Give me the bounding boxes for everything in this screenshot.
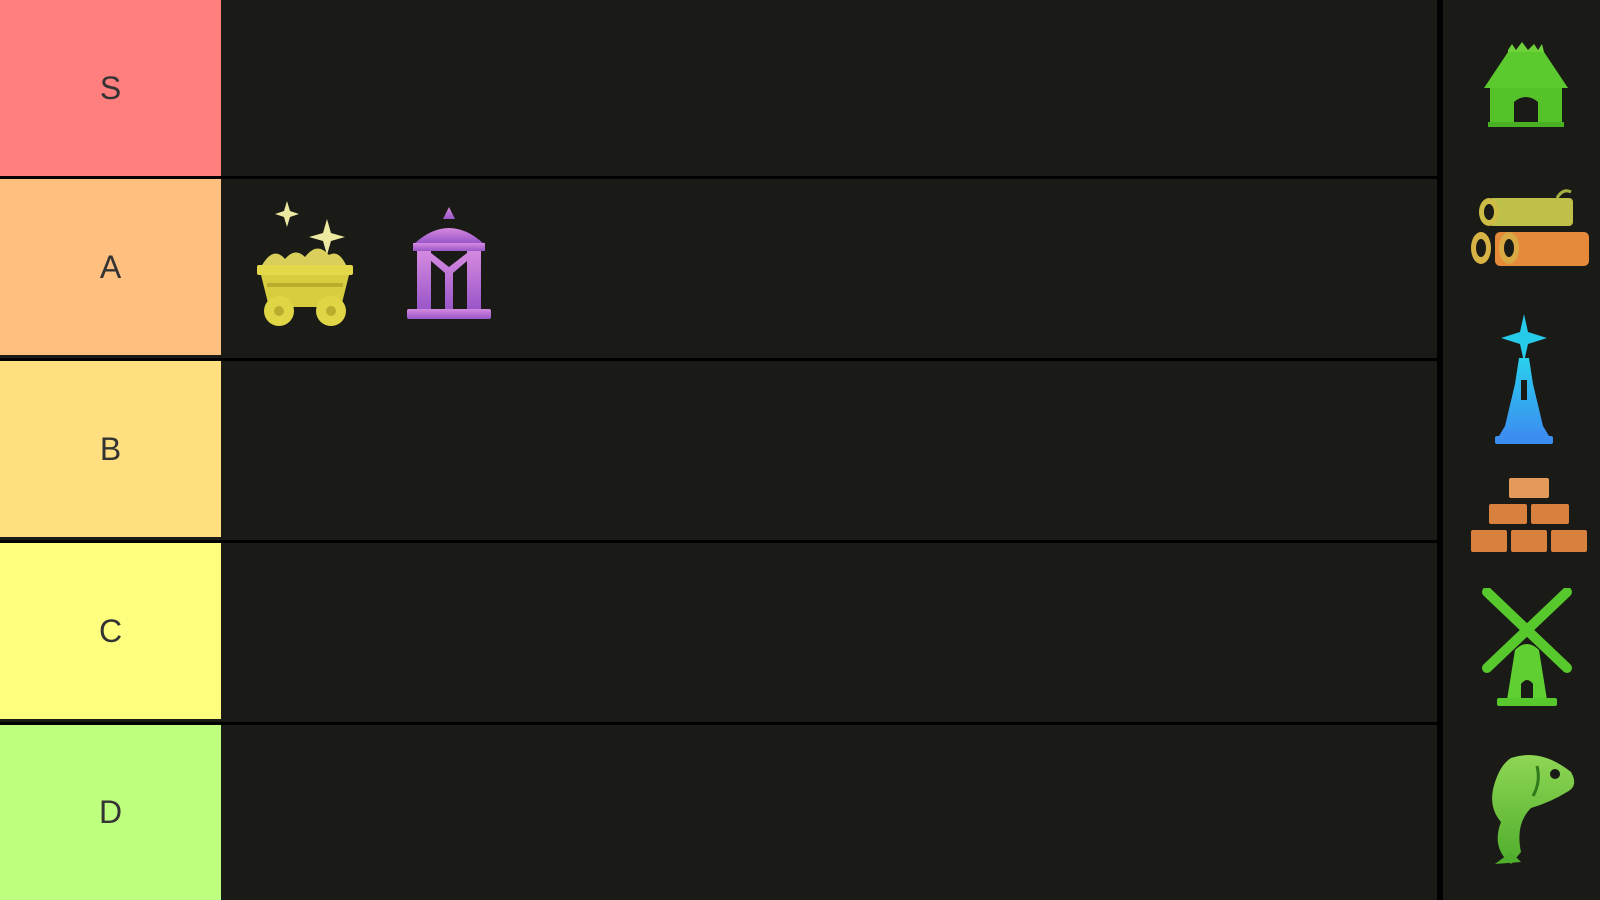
tier-label-text: B — [99, 430, 122, 467]
purple-shrine-icon[interactable] — [403, 205, 495, 323]
tier-dropzone-a[interactable] — [221, 179, 1437, 355]
bricks-icon[interactable] — [1471, 476, 1587, 556]
unranked-item-tray[interactable] — [1443, 0, 1600, 900]
tier-label-text: S — [99, 69, 122, 106]
tier-divider — [0, 540, 1437, 543]
blue-spire-icon[interactable] — [1489, 314, 1559, 448]
tier-dropzone-d[interactable] — [221, 725, 1437, 900]
tier-row-d: D — [0, 725, 1437, 900]
tier-board: S A — [0, 0, 1437, 900]
tier-label-text: C — [98, 612, 123, 649]
tier-label-a[interactable]: A — [0, 179, 221, 355]
tier-divider — [0, 358, 1437, 361]
tier-divider — [0, 722, 1437, 725]
tier-dropzone-s[interactable] — [221, 0, 1437, 176]
green-house-icon[interactable] — [1478, 40, 1574, 130]
tier-label-c[interactable]: C — [0, 543, 221, 719]
fish-icon[interactable] — [1481, 752, 1579, 866]
tier-dropzone-b[interactable] — [221, 361, 1437, 537]
tier-row-b: B — [0, 361, 1437, 537]
tier-row-a: A — [0, 179, 1437, 355]
windmill-icon[interactable] — [1479, 588, 1575, 712]
tier-label-text: A — [99, 248, 122, 285]
tier-label-text: D — [98, 794, 123, 830]
tray-divider — [1437, 0, 1443, 900]
tier-label-s[interactable]: S — [0, 0, 221, 176]
tier-dropzone-c[interactable] — [221, 543, 1437, 719]
tier-row-s: S — [0, 0, 1437, 176]
tier-label-b[interactable]: B — [0, 361, 221, 537]
logs-icon[interactable] — [1467, 186, 1591, 276]
tier-divider — [0, 176, 1437, 179]
gold-mine-cart-icon[interactable] — [251, 197, 355, 331]
tier-row-c: C — [0, 543, 1437, 719]
tier-label-d[interactable]: D — [0, 725, 221, 900]
